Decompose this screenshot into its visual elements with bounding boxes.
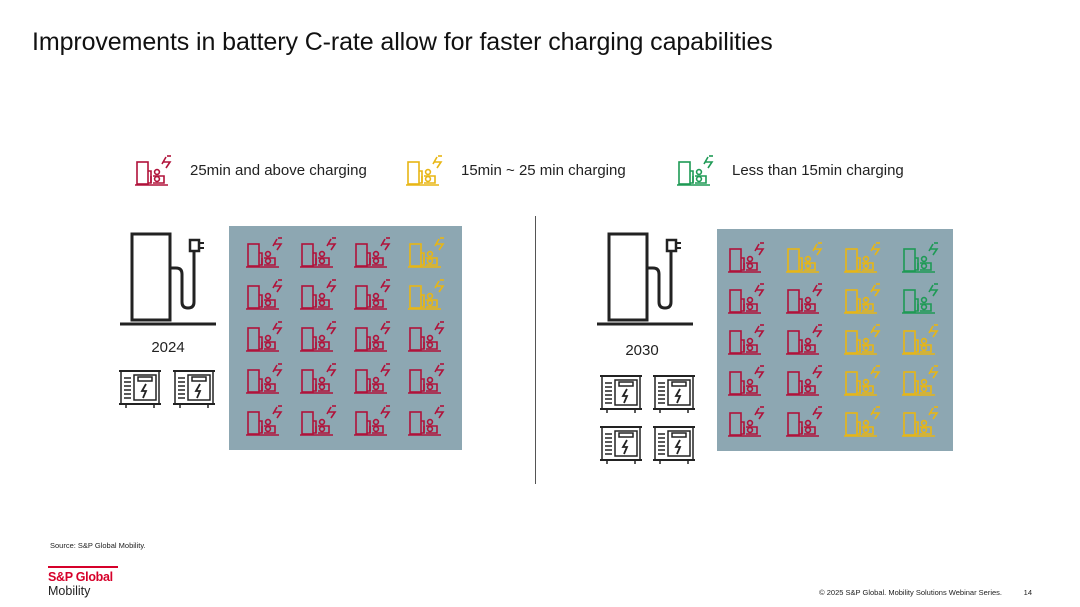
divider <box>535 216 536 484</box>
ev-charger-icon <box>841 321 885 357</box>
ev-charger-icon <box>297 402 341 438</box>
slide-title: Improvements in battery C-rate allow for… <box>32 28 773 56</box>
legend-label: 25min and above charging <box>190 161 367 179</box>
legend-item-fast: Less than 15min charging <box>676 150 904 190</box>
ev-charger-icon <box>783 362 827 398</box>
ev-charger-icon <box>297 318 341 354</box>
charger-grid <box>243 234 459 444</box>
brand-sub: Mobility <box>48 584 91 598</box>
ev-charger-icon <box>297 276 341 312</box>
charger-panel-2030 <box>717 229 953 451</box>
ev-charger-icon <box>783 280 827 316</box>
ev-charger-icon <box>677 155 714 186</box>
year-label: 2024 <box>151 339 185 356</box>
year-label: 2030 <box>625 342 659 359</box>
legend-item-slow: 25min and above charging <box>134 150 367 190</box>
battery-storage-icon <box>117 366 163 412</box>
ev-charger-icon <box>899 362 943 398</box>
brand-rule <box>48 566 118 568</box>
source-note: Source: S&P Global Mobility. <box>50 541 146 550</box>
ev-charger-icon <box>243 318 287 354</box>
battery-storage-icon <box>651 371 697 417</box>
ev-charger-icon <box>243 276 287 312</box>
battery-storage-icon <box>171 366 217 412</box>
ev-charger-icon <box>841 280 885 316</box>
page-number: 14 <box>1023 588 1032 597</box>
battery-storage-icon <box>598 422 644 468</box>
ev-charger-icon <box>405 234 449 270</box>
ev-charger-icon <box>297 234 341 270</box>
charger-grid <box>725 239 957 444</box>
legend-label: Less than 15min charging <box>732 161 904 179</box>
ev-charger-icon <box>135 155 172 186</box>
ev-charger-icon <box>899 239 943 275</box>
charging-station-icon <box>120 232 216 326</box>
ev-charger-icon <box>841 362 885 398</box>
charger-panel-2024 <box>229 226 462 450</box>
ev-charger-icon <box>725 321 769 357</box>
ev-charger-icon <box>243 402 287 438</box>
ev-charger-icon <box>351 234 395 270</box>
brand-name: S&P Global <box>48 570 113 584</box>
ev-charger-icon <box>899 321 943 357</box>
ev-charger-icon <box>405 402 449 438</box>
ev-charger-icon <box>725 403 769 439</box>
ev-charger-icon <box>351 402 395 438</box>
footer-copyright: © 2025 S&P Global. Mobility Solutions We… <box>819 588 1002 597</box>
ev-charger-icon <box>405 360 449 396</box>
ev-charger-icon <box>783 403 827 439</box>
ev-charger-icon <box>351 318 395 354</box>
battery-storage-icon <box>598 371 644 417</box>
ev-charger-icon <box>783 239 827 275</box>
ev-charger-icon <box>899 403 943 439</box>
ev-charger-icon <box>725 239 769 275</box>
legend-label: 15min ~ 25 min charging <box>461 161 626 179</box>
ev-charger-icon <box>899 280 943 316</box>
ev-charger-icon <box>725 362 769 398</box>
charging-station-icon <box>597 232 693 326</box>
ev-charger-icon <box>725 280 769 316</box>
ev-charger-icon <box>243 360 287 396</box>
battery-storage-icon <box>651 422 697 468</box>
ev-charger-icon <box>841 239 885 275</box>
ev-charger-icon <box>297 360 341 396</box>
ev-charger-icon <box>783 321 827 357</box>
legend-item-medium: 15min ~ 25 min charging <box>405 150 626 190</box>
ev-charger-icon <box>406 155 443 186</box>
ev-charger-icon <box>351 360 395 396</box>
ev-charger-icon <box>243 234 287 270</box>
ev-charger-icon <box>405 318 449 354</box>
ev-charger-icon <box>841 403 885 439</box>
ev-charger-icon <box>405 276 449 312</box>
brand-logo: S&P Global Mobility <box>48 566 118 598</box>
ev-charger-icon <box>351 276 395 312</box>
